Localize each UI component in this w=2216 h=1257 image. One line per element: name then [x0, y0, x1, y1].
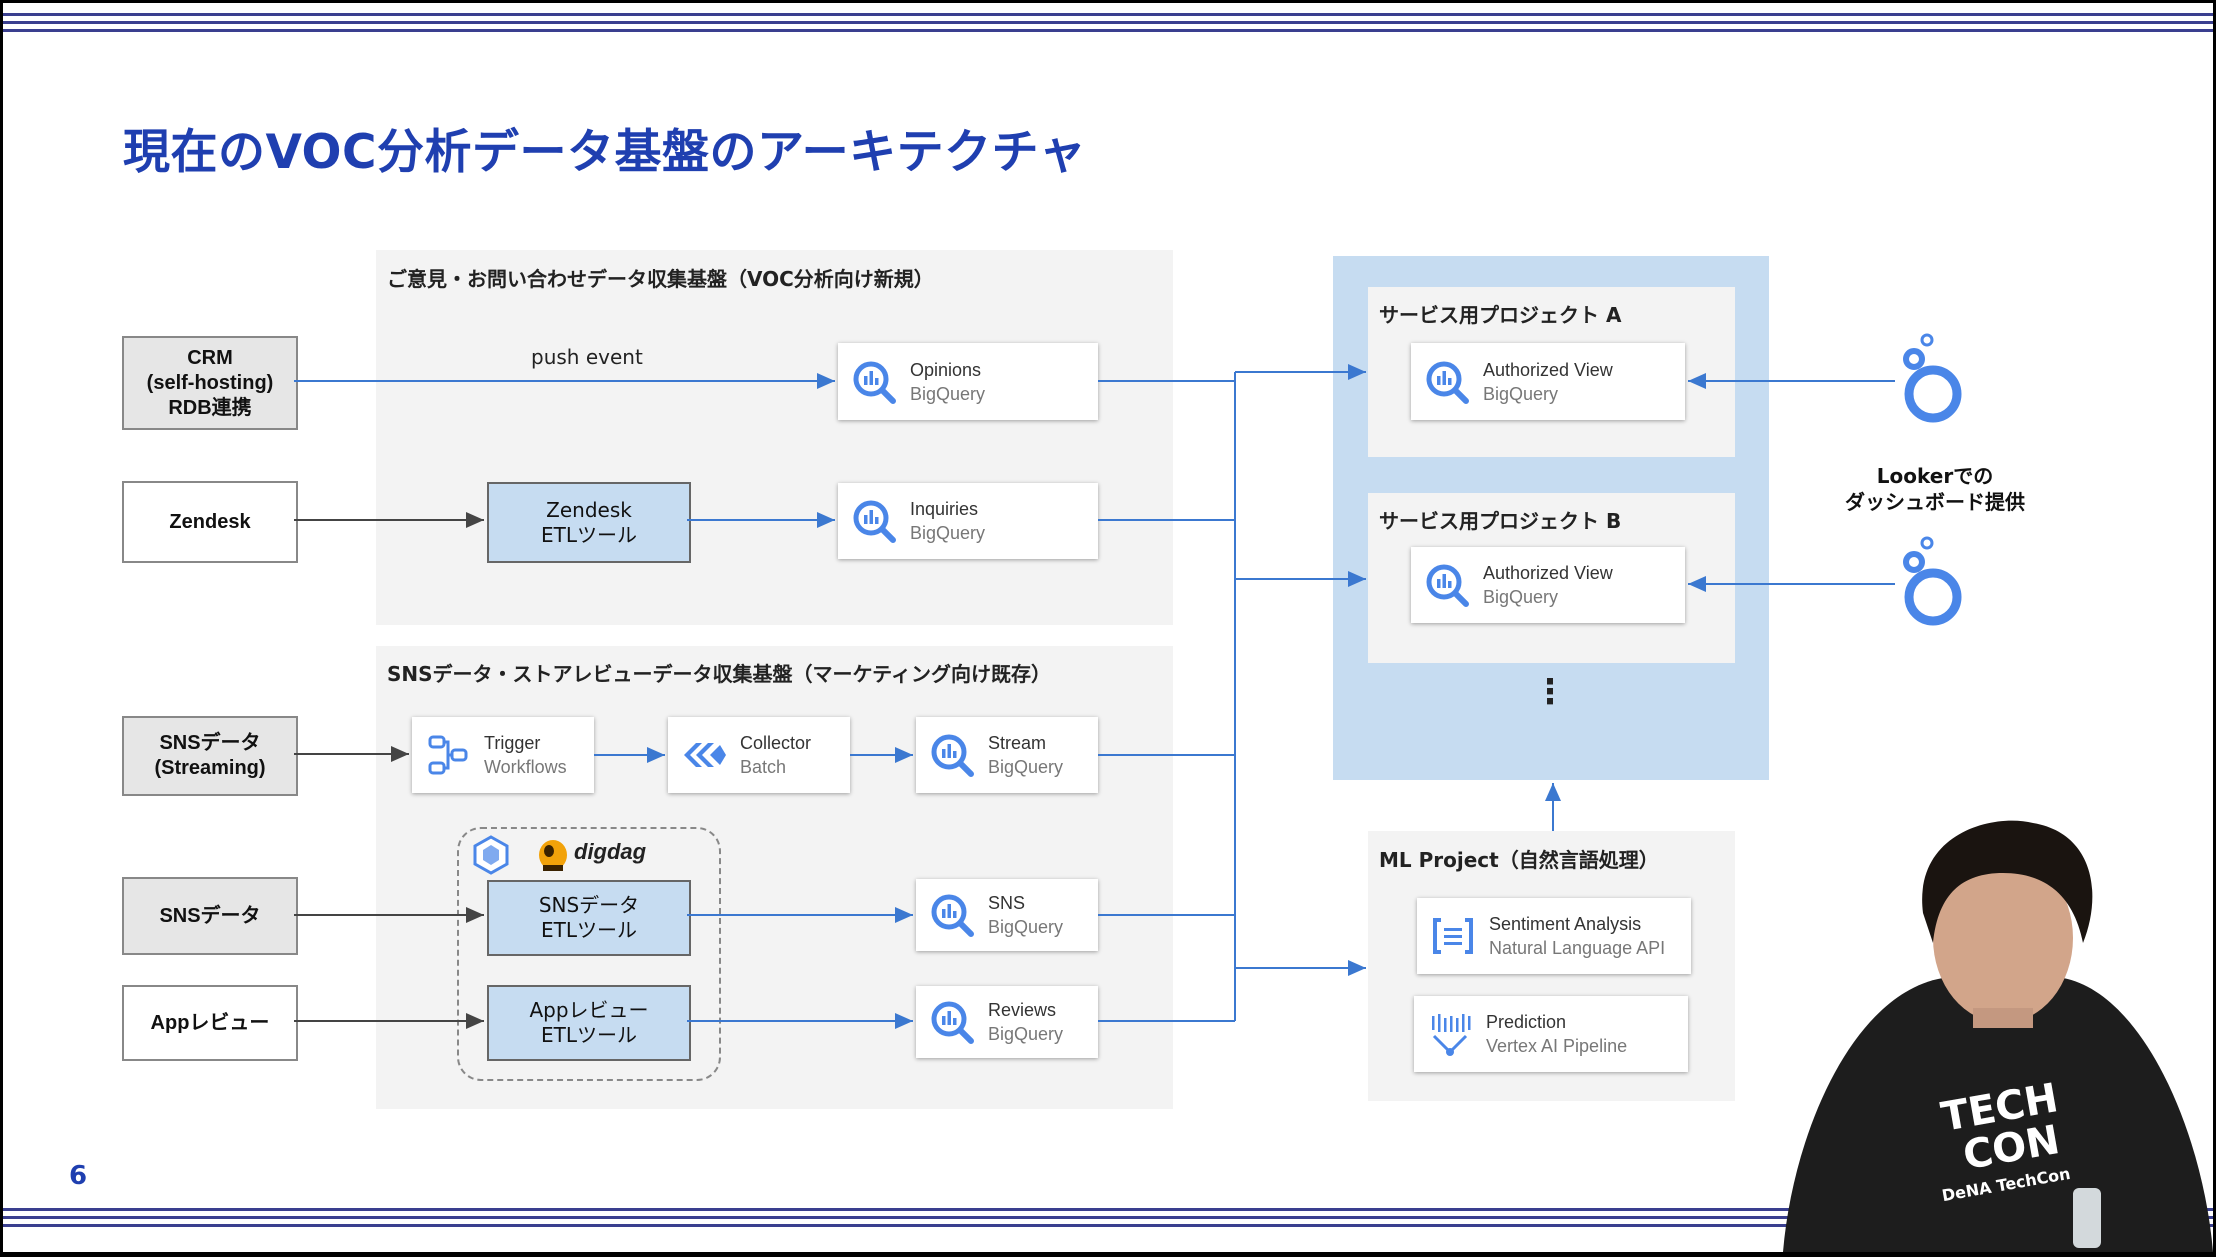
slide: 現在のVOC分析データ基盤のアーキテクチャ 6 ご意見・お問い合わせデータ収集基…	[3, 3, 2213, 1252]
page-number: 6	[69, 1161, 88, 1191]
source-zendesk: Zendesk	[122, 481, 298, 563]
bigquery-icon	[850, 358, 898, 406]
service-product: BigQuery	[988, 917, 1064, 937]
project-b-label: サービス用プロジェクト B	[1379, 509, 1622, 533]
service-name: Reviews	[988, 1000, 1057, 1020]
service-product: Batch	[740, 757, 787, 777]
service-name: Authorized View	[1483, 359, 1613, 380]
service-name: SNS	[988, 893, 1026, 913]
service-product: BigQuery	[910, 383, 986, 404]
service-name: Stream	[988, 733, 1047, 753]
push-event-label: push event	[531, 345, 643, 369]
bottom-rule	[3, 1208, 2213, 1211]
more-projects-ellipsis: ⋮	[1533, 672, 1567, 712]
slide-title: 現在のVOC分析データ基盤のアーキテクチャ	[123, 125, 1087, 180]
etl-app-review: Appレビュー ETLツール	[487, 985, 691, 1061]
bigquery-icon	[1423, 561, 1471, 609]
service-product: Natural Language API	[1489, 938, 1666, 958]
service-name: Trigger	[484, 733, 541, 753]
bottom-rule	[3, 1224, 2213, 1227]
bottom-rule	[3, 1216, 2213, 1219]
natural-language-icon	[1429, 912, 1477, 960]
service-product: BigQuery	[1483, 587, 1559, 607]
service-product: BigQuery	[988, 757, 1064, 777]
source-sns: SNSデータ	[122, 877, 298, 955]
service-name: Opinions	[910, 359, 982, 380]
top-rule	[3, 21, 2213, 24]
bigquery-icon	[850, 497, 898, 545]
connectors	[294, 364, 1895, 1029]
service-product: BigQuery	[988, 1024, 1064, 1044]
source-crm: CRM (self-hosting) RDB連携	[122, 336, 298, 430]
service-product: Vertex AI Pipeline	[1486, 1036, 1628, 1056]
looker-icon	[1895, 536, 1967, 634]
etl-sns: SNSデータ ETLツール	[487, 880, 691, 956]
service-name: Collector	[740, 733, 812, 753]
looker-dashboard-label: Lookerでの ダッシュボード提供	[1845, 464, 2025, 514]
digdag-icon	[535, 835, 571, 873]
presenter-video: TECH CON DeNA TechCon	[1763, 803, 2213, 1252]
bigquery-icon	[928, 998, 976, 1046]
source-app-review: Appレビュー	[122, 985, 298, 1061]
bigquery-icon	[1423, 358, 1471, 406]
bigquery-icon	[928, 731, 976, 779]
service-name: Authorized View	[1483, 563, 1613, 583]
top-rule	[3, 13, 2213, 16]
digdag-label: digdag	[574, 839, 647, 864]
voc-region-label: ご意見・お問い合わせデータ収集基盤（VOC分析向け新規）	[387, 267, 934, 291]
service-name: Sentiment Analysis	[1489, 914, 1642, 934]
service-product: BigQuery	[910, 523, 986, 543]
top-rule	[3, 29, 2213, 32]
vertex-ai-icon	[1426, 1010, 1474, 1058]
batch-icon	[680, 731, 728, 779]
ml-project-label: ML Project（自然言語処理）	[1379, 848, 1659, 872]
sns-region-label: SNSデータ・ストアレビューデータ収集基盤（マーケティング向け既存）	[387, 662, 1051, 686]
service-name: Inquiries	[910, 499, 979, 519]
service-name: Prediction	[1486, 1012, 1567, 1032]
sns-bigquery-card: SNS BigQuery	[916, 879, 1098, 951]
project-a-label: サービス用プロジェクト A	[1379, 303, 1622, 327]
etl-zendesk: Zendesk ETLツール	[487, 482, 691, 563]
source-sns-streaming: SNSデータ (Streaming)	[122, 716, 298, 796]
looker-icon	[1895, 333, 1967, 431]
service-product: BigQuery	[1483, 383, 1559, 404]
bigquery-icon	[928, 891, 976, 939]
workflows-icon	[424, 731, 472, 779]
embulk-icon	[471, 835, 511, 875]
digdag-group	[457, 827, 721, 1081]
service-product: Workflows	[484, 757, 567, 777]
